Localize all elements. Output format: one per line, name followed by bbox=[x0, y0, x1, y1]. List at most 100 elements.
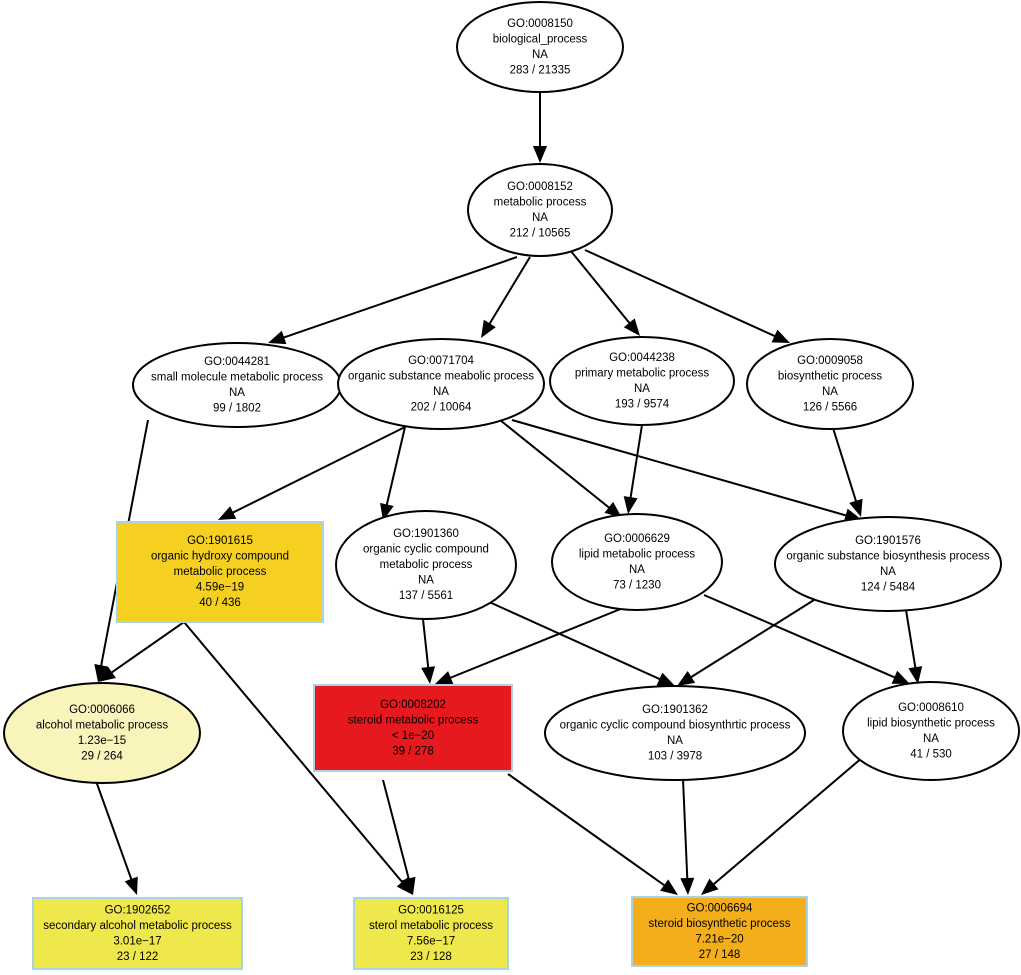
edge-go-0008610-to-go-0006694 bbox=[701, 756, 864, 895]
node-label-line: GO:1901615 bbox=[187, 535, 253, 547]
node-label-line: metabolic process bbox=[380, 559, 473, 571]
node-label-line: NA bbox=[880, 566, 896, 578]
node-label-line: small molecule metabolic process bbox=[151, 371, 323, 383]
node-box bbox=[32, 897, 243, 970]
node-label-line: 99 / 1802 bbox=[213, 402, 261, 414]
edge-go-0071704-to-go-1901360 bbox=[380, 426, 406, 521]
node-label-line: NA bbox=[433, 386, 449, 398]
node-label-line: biological_process bbox=[493, 33, 588, 45]
node-label-line: GO:1901362 bbox=[642, 704, 708, 716]
arrow-head bbox=[623, 496, 638, 514]
node-label-line: NA bbox=[923, 733, 939, 745]
node-label-line: NA bbox=[822, 386, 838, 398]
node-label-line: 27 / 148 bbox=[699, 949, 741, 961]
edge-go-0006629-to-go-0008610 bbox=[703, 594, 910, 684]
arrow-head bbox=[701, 878, 719, 895]
edge-go-0008152-to-go-0009058 bbox=[584, 249, 790, 343]
edge-line bbox=[230, 426, 406, 515]
node-label-line: GO:0006694 bbox=[687, 902, 753, 914]
node-label-line: 126 / 5566 bbox=[803, 401, 857, 413]
node-label-line: primary metabolic process bbox=[575, 367, 709, 379]
arrow-head bbox=[435, 671, 454, 685]
node-label-line: NA bbox=[532, 49, 548, 61]
node-label-line: GO:0044281 bbox=[204, 356, 270, 368]
edge-go-1901362-to-go-0006694 bbox=[680, 778, 695, 895]
edge-line bbox=[584, 249, 777, 338]
node-label-line: GO:0016125 bbox=[398, 904, 464, 916]
node-label-line: GO:0071704 bbox=[408, 355, 474, 367]
node-label-line: 212 / 10565 bbox=[510, 227, 571, 239]
arrow-head bbox=[396, 877, 413, 895]
edge-go-0009058-to-go-1901576 bbox=[832, 427, 863, 517]
edge-line bbox=[629, 424, 643, 500]
node-ellipse bbox=[337, 338, 545, 430]
node-label-line: organic substance biosynthesis process bbox=[786, 550, 990, 562]
node-ellipse bbox=[467, 163, 613, 257]
arrow-head bbox=[604, 501, 622, 518]
arrow-head bbox=[421, 666, 436, 684]
edge-go-0008150-to-go-0008152 bbox=[533, 92, 547, 163]
edge-go-0008152-to-go-0044238 bbox=[569, 249, 640, 336]
node-label-line: steroid biosynthetic process bbox=[649, 918, 791, 930]
node-label-line: < 1e−20 bbox=[392, 730, 434, 742]
node-box bbox=[313, 684, 513, 772]
node-label-line: 124 / 5484 bbox=[861, 581, 916, 593]
node-label-line: GO:0008610 bbox=[898, 702, 964, 714]
node-ellipse bbox=[842, 681, 1020, 781]
arrow-head bbox=[94, 664, 109, 682]
node-label-line: GO:1901576 bbox=[855, 535, 921, 547]
arrow-head bbox=[401, 876, 416, 895]
arrow-head bbox=[481, 319, 496, 338]
node-label-line: 193 / 9574 bbox=[615, 398, 670, 410]
node-label-line: 103 / 3978 bbox=[648, 750, 702, 762]
edge-go-1901360-to-go-1901362 bbox=[486, 600, 675, 686]
node-label-line: lipid metabolic process bbox=[579, 548, 696, 560]
edge-go-0008152-to-go-0044281 bbox=[268, 256, 518, 345]
node-ellipse bbox=[746, 338, 914, 430]
arrow-head bbox=[771, 329, 790, 343]
node-label-line: 7.21e−20 bbox=[695, 933, 743, 945]
node-label-line: organic cyclic compound bbox=[363, 544, 489, 556]
edge-go-0008202-to-go-0006694 bbox=[507, 773, 678, 895]
edge-go-0006066-to-go-1902652 bbox=[95, 780, 138, 895]
node-box bbox=[631, 896, 808, 967]
edge-line bbox=[385, 426, 406, 507]
node-label-line: organic cyclic compound biosynthrtic pro… bbox=[560, 719, 791, 731]
edge-go-1901576-to-go-1901362 bbox=[677, 599, 815, 686]
arrow-head bbox=[849, 498, 863, 517]
node-go-1901362: GO:1901362 organic cyclic compound biosyn… bbox=[544, 685, 806, 781]
arrow-head bbox=[533, 146, 547, 163]
arrow-head bbox=[908, 666, 923, 684]
node-label-line: NA bbox=[229, 387, 245, 399]
edge-line bbox=[109, 621, 185, 675]
edge-line bbox=[682, 778, 689, 881]
node-label-line: 283 / 21335 bbox=[510, 64, 571, 76]
edge-line bbox=[511, 419, 848, 517]
node-label-line: GO:0006066 bbox=[69, 704, 135, 716]
edge-line bbox=[95, 780, 133, 882]
arrow-head bbox=[660, 879, 678, 895]
node-label-line: lipid biosynthetic process bbox=[867, 717, 995, 729]
edge-line bbox=[448, 607, 624, 680]
node-label-line: 7.56e−17 bbox=[407, 935, 455, 947]
edge-go-0071704-to-go-1901615 bbox=[218, 426, 406, 520]
edge-go-1901615-to-go-0016125 bbox=[183, 621, 413, 895]
node-label-line: 3.01e−17 bbox=[113, 935, 161, 947]
node-label-line: NA bbox=[667, 735, 683, 747]
arrow-head bbox=[623, 318, 640, 336]
edge-go-0008202-to-go-0016125 bbox=[382, 779, 416, 895]
arrow-head bbox=[268, 330, 287, 345]
arrow-head bbox=[677, 671, 696, 686]
node-label-line: secondary alcohol metabolic process bbox=[43, 920, 232, 932]
edge-line bbox=[487, 256, 531, 326]
node-label-line: 1.23e−15 bbox=[78, 735, 126, 747]
edge-line bbox=[281, 256, 518, 340]
node-label-line: 73 / 1230 bbox=[613, 579, 661, 591]
node-label-line: sterol metabolic process bbox=[369, 920, 493, 932]
